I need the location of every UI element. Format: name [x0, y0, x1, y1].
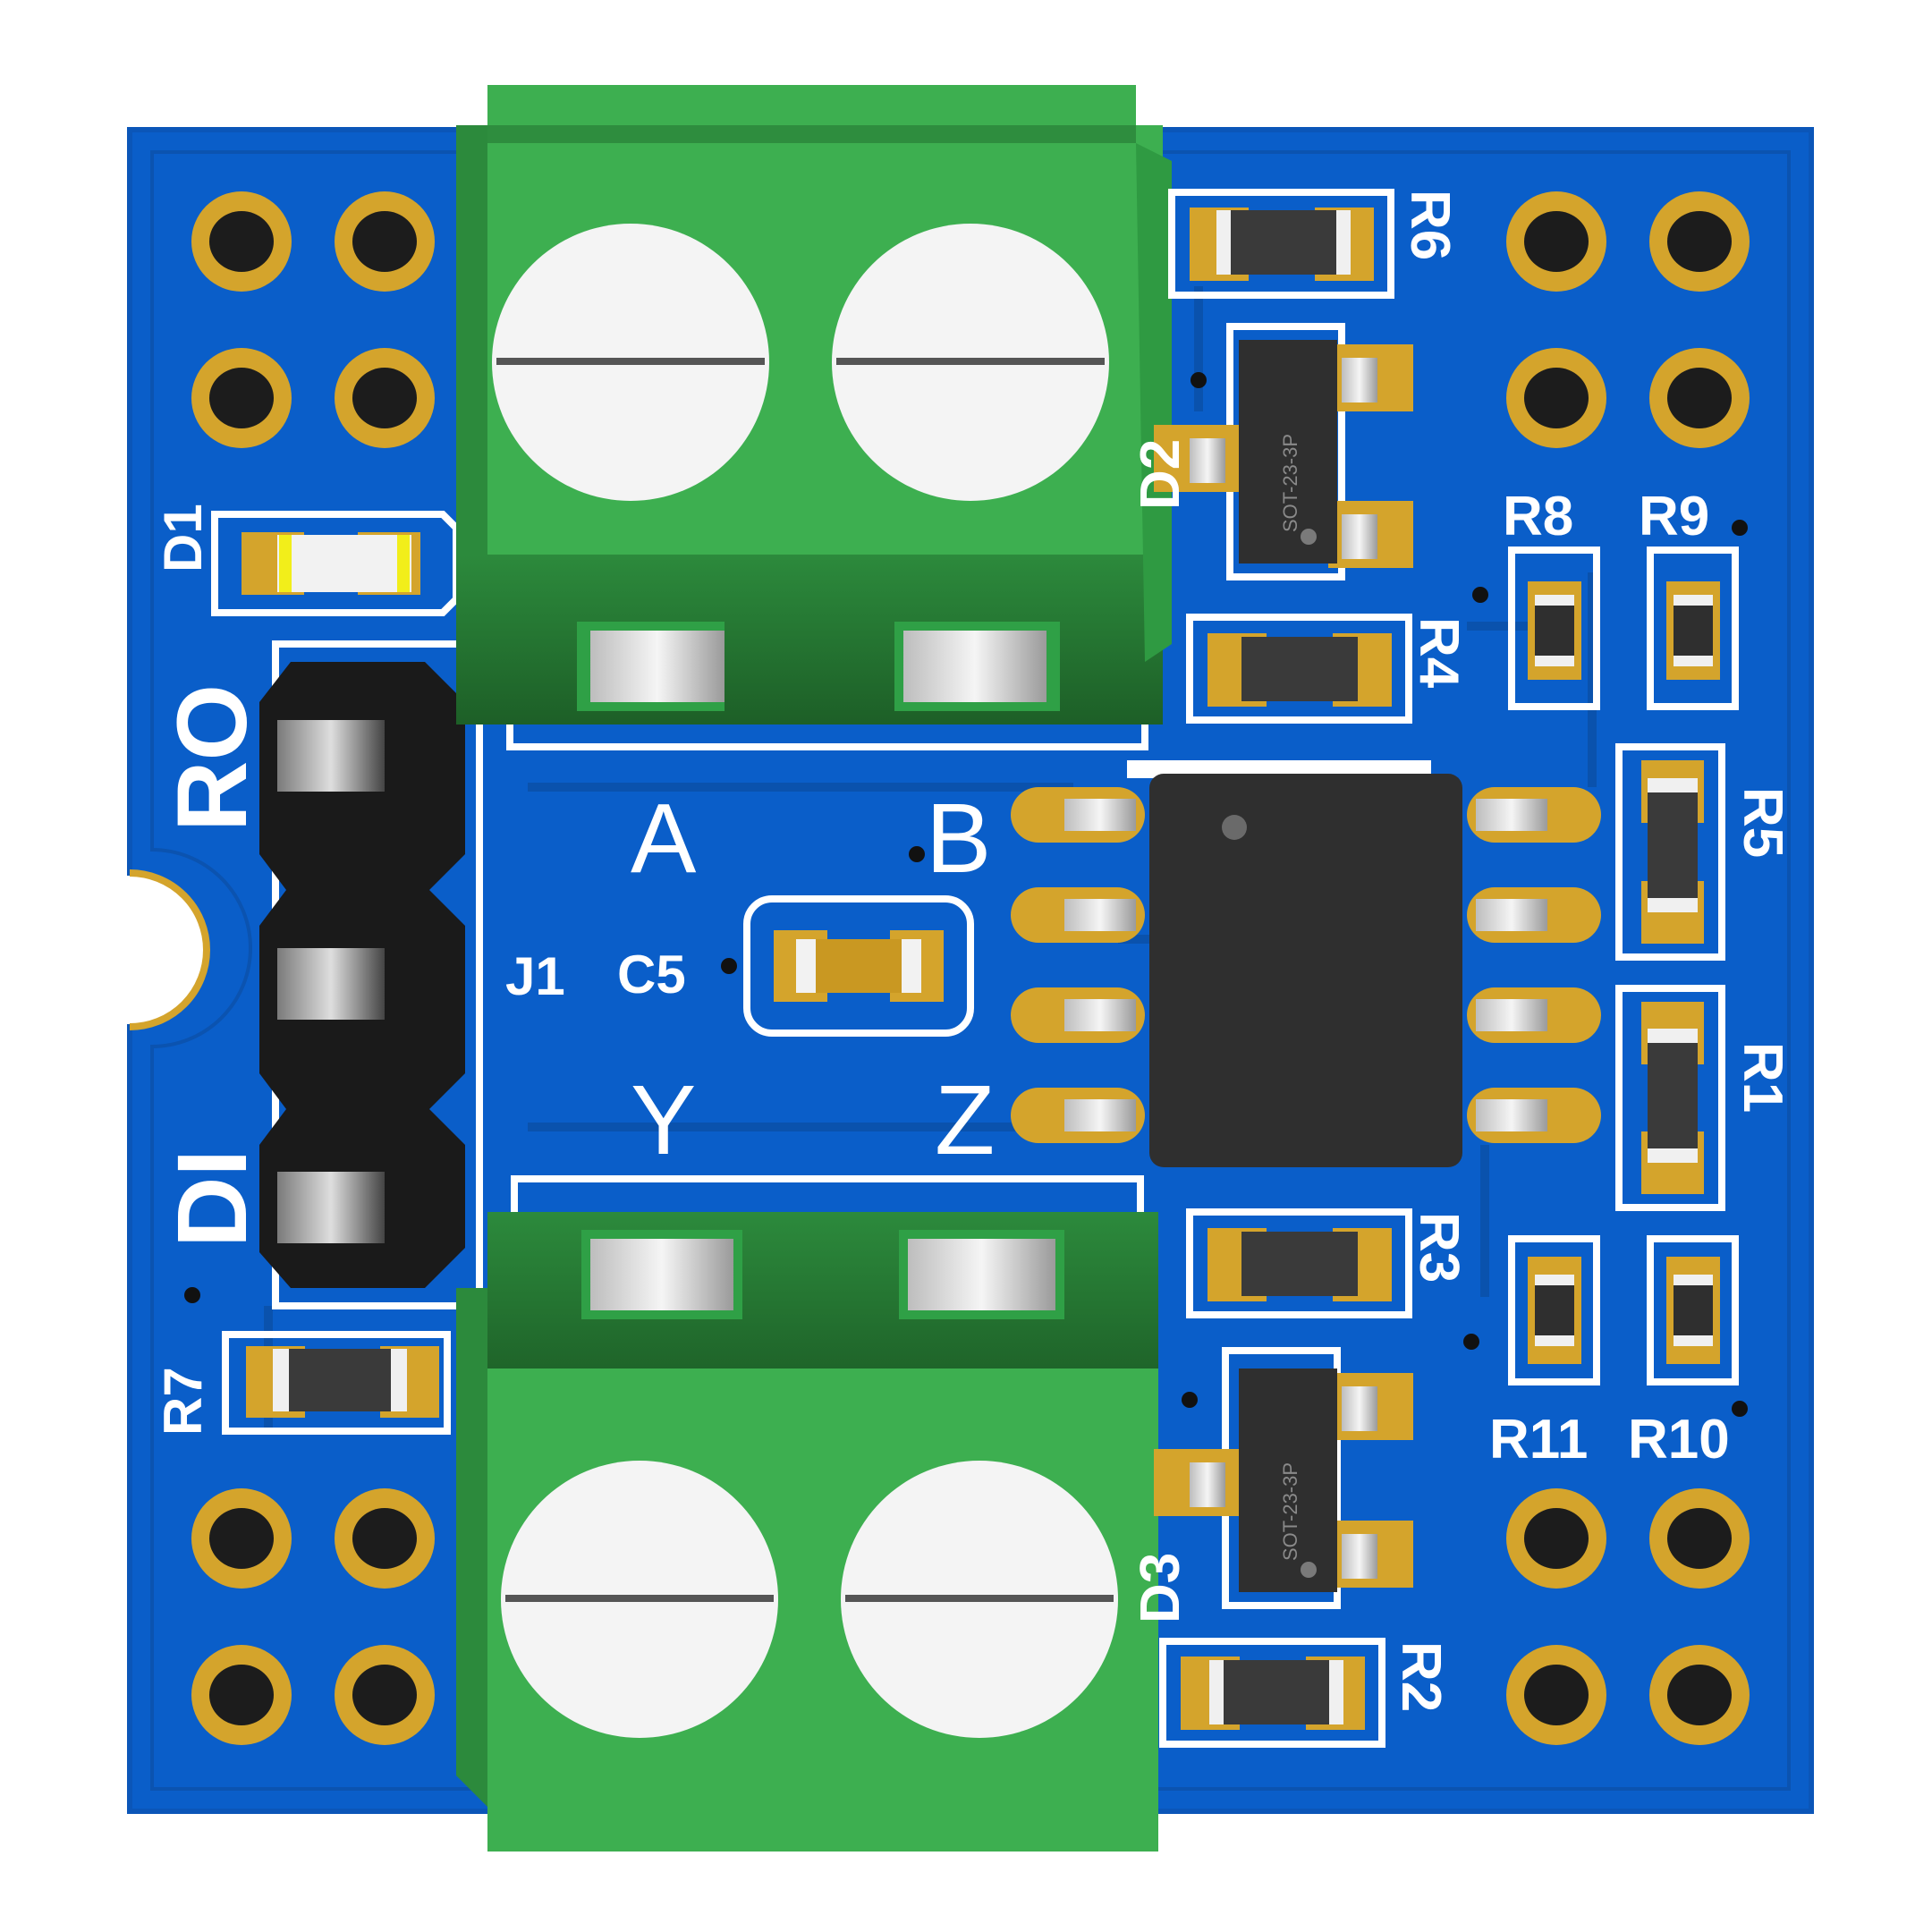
- label-d1: D1: [153, 504, 213, 572]
- label-a: A: [631, 784, 697, 894]
- label-b: B: [926, 784, 991, 894]
- pad-l5: [191, 1488, 292, 1589]
- pad-l4: [335, 348, 435, 448]
- label-r10: R10: [1628, 1409, 1730, 1470]
- pad-l2: [335, 191, 435, 292]
- label-r2: R2: [1390, 1641, 1452, 1712]
- label-r9: R9: [1639, 486, 1709, 547]
- resistor-r1: [1615, 985, 1725, 1211]
- pad-l7: [191, 1645, 292, 1745]
- right-pin-pads: [1506, 191, 1750, 1745]
- label-r6: R6: [1399, 190, 1461, 260]
- label-r8: R8: [1503, 486, 1573, 547]
- pad-r7: [1506, 1645, 1606, 1745]
- label-r5: R5: [1732, 787, 1793, 858]
- pad-l3: [191, 348, 292, 448]
- screw-terminal-top: [456, 85, 1172, 750]
- screw-top-left: [492, 224, 769, 501]
- pad-l6: [335, 1488, 435, 1589]
- label-d3: D3: [1130, 1553, 1191, 1623]
- ic-soic8: [1011, 760, 1601, 1167]
- resistor-r3: [1186, 1208, 1412, 1318]
- screw-bottom-left: [501, 1461, 778, 1738]
- label-r7: R7: [153, 1367, 213, 1436]
- pad-r5: [1506, 1488, 1606, 1589]
- sot-bottom-marking: SOT-23-3P: [1279, 1462, 1301, 1561]
- resistor-r11: [1508, 1235, 1600, 1385]
- diode-d3-sot23: [1154, 1347, 1413, 1609]
- pad-r3: [1506, 348, 1606, 448]
- resistor-r7: [222, 1331, 451, 1435]
- sot-markings: SOT-23-3P SOT-23-3P: [1279, 434, 1301, 1561]
- resistor-r6: [1168, 189, 1394, 299]
- resistor-r2: [1159, 1638, 1385, 1748]
- screw-top-right: [832, 224, 1109, 501]
- pad-l8: [335, 1645, 435, 1745]
- label-c5: C5: [617, 945, 686, 1004]
- label-ro: RO: [157, 684, 267, 832]
- vias: [184, 372, 1748, 1417]
- pad-r6: [1649, 1488, 1750, 1589]
- label-r3: R3: [1408, 1212, 1470, 1283]
- pad-l1: [191, 191, 292, 292]
- left-pin-pads: [191, 191, 435, 1745]
- resistor-r4: [1186, 614, 1412, 724]
- screw-terminal-bottom: [456, 1175, 1158, 1852]
- pad-r2: [1649, 191, 1750, 292]
- resistor-r5: [1615, 743, 1725, 961]
- label-z: Z: [935, 1065, 995, 1175]
- capacitor-c5: [743, 895, 974, 1037]
- ic-pads-right: [1467, 787, 1601, 1143]
- label-j1: J1: [505, 946, 565, 1006]
- sot-top-marking: SOT-23-3P: [1279, 434, 1301, 532]
- mounting-hole: [129, 869, 210, 1030]
- resistor-r10: [1647, 1235, 1739, 1385]
- silkscreen-labels: D1 RO DI R7 A B Y Z J1 C5 R6 R4 D2 R8 R9…: [153, 190, 1793, 1712]
- pad-r8: [1649, 1645, 1750, 1745]
- pad-r1: [1506, 191, 1606, 292]
- diode-d2-sot23: [1154, 323, 1413, 580]
- screw-bottom-right: [841, 1461, 1118, 1738]
- label-y: Y: [631, 1065, 696, 1175]
- label-d2: D2: [1130, 439, 1191, 510]
- label-di: DI: [157, 1149, 267, 1248]
- label-r1: R1: [1732, 1042, 1793, 1113]
- pad-r4: [1649, 348, 1750, 448]
- pin-header-j1: [259, 640, 483, 1309]
- label-r4: R4: [1408, 617, 1470, 689]
- label-r11: R11: [1489, 1409, 1588, 1470]
- resistor-r8: [1508, 547, 1600, 710]
- resistor-r9: [1647, 547, 1739, 710]
- ic-pads-left: [1011, 787, 1145, 1143]
